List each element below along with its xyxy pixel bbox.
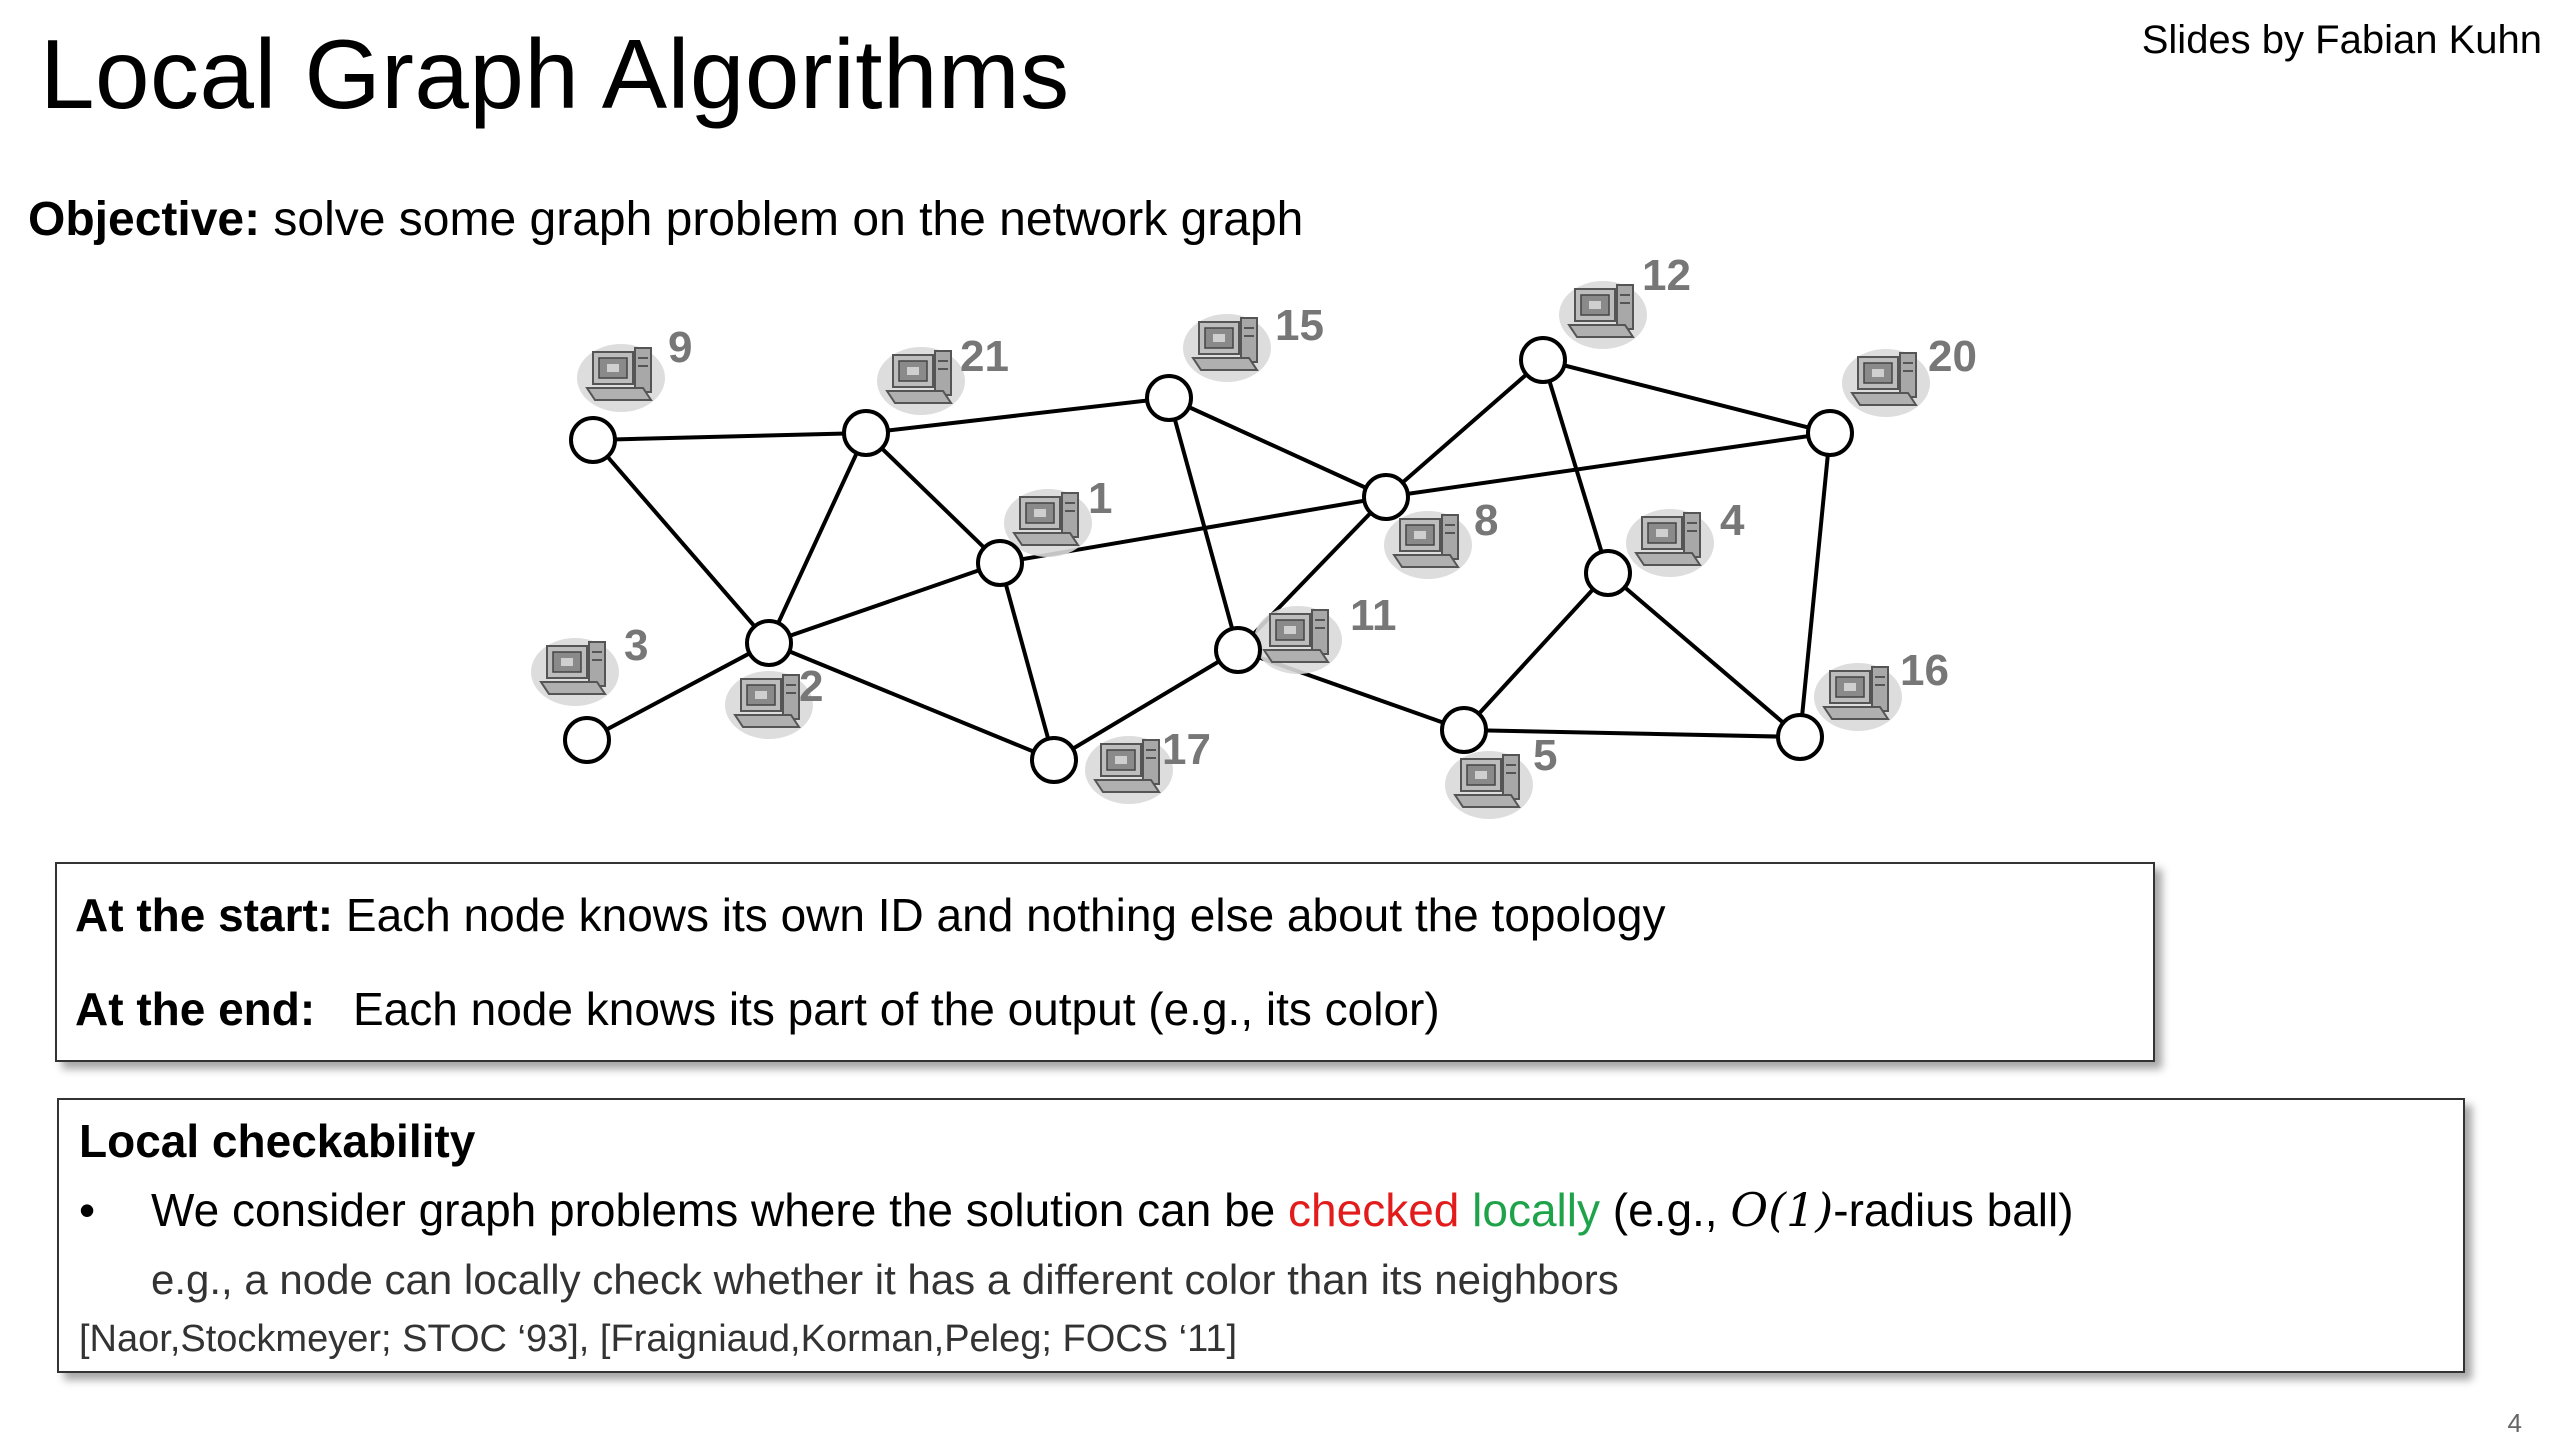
node-label-3: 3 [624,621,648,670]
node-label-15: 15 [1275,301,1324,350]
graph-node-8 [1362,473,1410,521]
computer-icon [1558,280,1648,350]
objective-line: Objective: solve some graph problem on t… [28,192,1303,247]
local-checkability-box: Local checkability • We consider graph pr… [57,1098,2465,1373]
graph-edge-21-2 [767,432,868,644]
checkability-bullet: • We consider graph problems where the so… [79,1183,2074,1237]
graph-edge-9-2 [591,438,771,645]
node-label-9: 9 [668,323,692,372]
citations: [Naor,Stockmeyer; STOC ‘93], [Fraigniaud… [79,1318,1238,1360]
graph-edge-12-20 [1542,358,1831,435]
computer-icon [1253,605,1343,675]
computer-icon [876,346,966,416]
graph-node-21 [842,409,890,457]
graph-edge-21-15 [865,396,1170,435]
graph-edge-17-11 [1052,648,1240,762]
graph-edge-8-12 [1384,358,1545,499]
end-line: At the end: Each node knows its part of t… [75,982,1440,1036]
bullet-text-3: -radius ball) [1833,1184,2074,1236]
slide-title: Local Graph Algorithms [40,19,1070,129]
graph-edge-21-1 [864,431,1002,565]
node-label-8: 8 [1474,496,1498,545]
edges-layer [586,358,1832,762]
computer-icon [1625,508,1715,578]
computer-icon [1813,662,1903,732]
end-text: Each node knows its part of the output (… [353,983,1440,1035]
node-label-1: 1 [1088,474,1112,523]
big-o-expression: O(1) [1730,1183,1834,1237]
graph-node-11 [1214,626,1262,674]
computer-icon [1084,735,1174,805]
graph-node-3 [563,716,611,764]
page-number: 4 [2507,1408,2522,1438]
node-label-4: 4 [1720,496,1745,545]
slide-credit: Slides by Fabian Kuhn [2141,18,2542,62]
graph-node-15 [1145,374,1193,422]
computer-icon [1383,510,1473,580]
graph-edge-2-3 [586,641,770,742]
graph-edge-4-16 [1606,571,1802,739]
graph-edge-4-5 [1462,571,1610,732]
node-label-21: 21 [960,332,1009,381]
graph-node-12 [1519,336,1567,384]
graph-edge-15-11 [1167,397,1240,651]
node-label-17: 17 [1162,725,1211,774]
graph-edge-9-21 [592,431,867,442]
node-label-12: 12 [1642,251,1691,300]
network-graph: 9 21 15 12 20 1 8 4 3 2 11 16 17 5 [530,251,1977,820]
graph-node-5 [1440,706,1488,754]
bullet-text-2: (e.g., [1599,1184,1731,1236]
graph-edge-8-20 [1385,431,1831,499]
node-label-2: 2 [799,662,823,711]
bullet-text-1: We consider graph problems where the sol… [151,1184,1289,1236]
checked-word: checked [1288,1184,1460,1236]
graph-node-9 [569,416,617,464]
graph-edge-1-17 [998,562,1056,761]
graph-edge-12-4 [1541,359,1610,574]
start-line: At the start: Each node knows its own ID… [75,888,1665,942]
checkability-heading: Local checkability [79,1115,476,1167]
labels-layer: 9 21 15 12 20 1 8 4 3 2 11 16 17 5 [624,251,1977,780]
objective-text: solve some graph problem on the network … [260,193,1304,246]
locally-word: locally [1472,1184,1600,1236]
computer-icon [1444,750,1534,820]
graph-node-1 [976,539,1024,587]
graph-edge-2-1 [768,561,1001,645]
graph-edge-20-16 [1798,432,1832,738]
objective-label: Objective: [28,193,261,246]
start-text: Each node knows its own ID and nothing e… [333,889,1666,941]
graph-edge-5-16 [1463,728,1801,739]
computer-icon [576,343,666,413]
start-label: At the start: [75,889,334,941]
computer-icon [530,637,620,707]
icons-layer [530,280,1931,820]
graph-edge-15-8 [1168,396,1387,499]
graph-node-20 [1806,409,1854,457]
node-label-16: 16 [1900,646,1949,695]
start-end-box: At the start: Each node knows its own ID… [55,862,2155,1062]
node-label-20: 20 [1928,332,1977,381]
node-label-5: 5 [1533,731,1557,780]
computer-icon [1841,348,1931,418]
node-label-11: 11 [1350,591,1397,640]
graph-node-17 [1030,736,1078,784]
computer-icon [1182,313,1272,383]
graph-node-16 [1776,713,1824,761]
nodes-layer [563,336,1854,784]
end-label: At the end: [75,983,316,1035]
checkability-example: e.g., a node can locally check whether i… [151,1256,1619,1303]
graph-node-2 [745,619,793,667]
graph-edge-2-17 [768,641,1055,762]
graph-node-4 [1584,549,1632,597]
bullet-dot: • [79,1184,96,1236]
